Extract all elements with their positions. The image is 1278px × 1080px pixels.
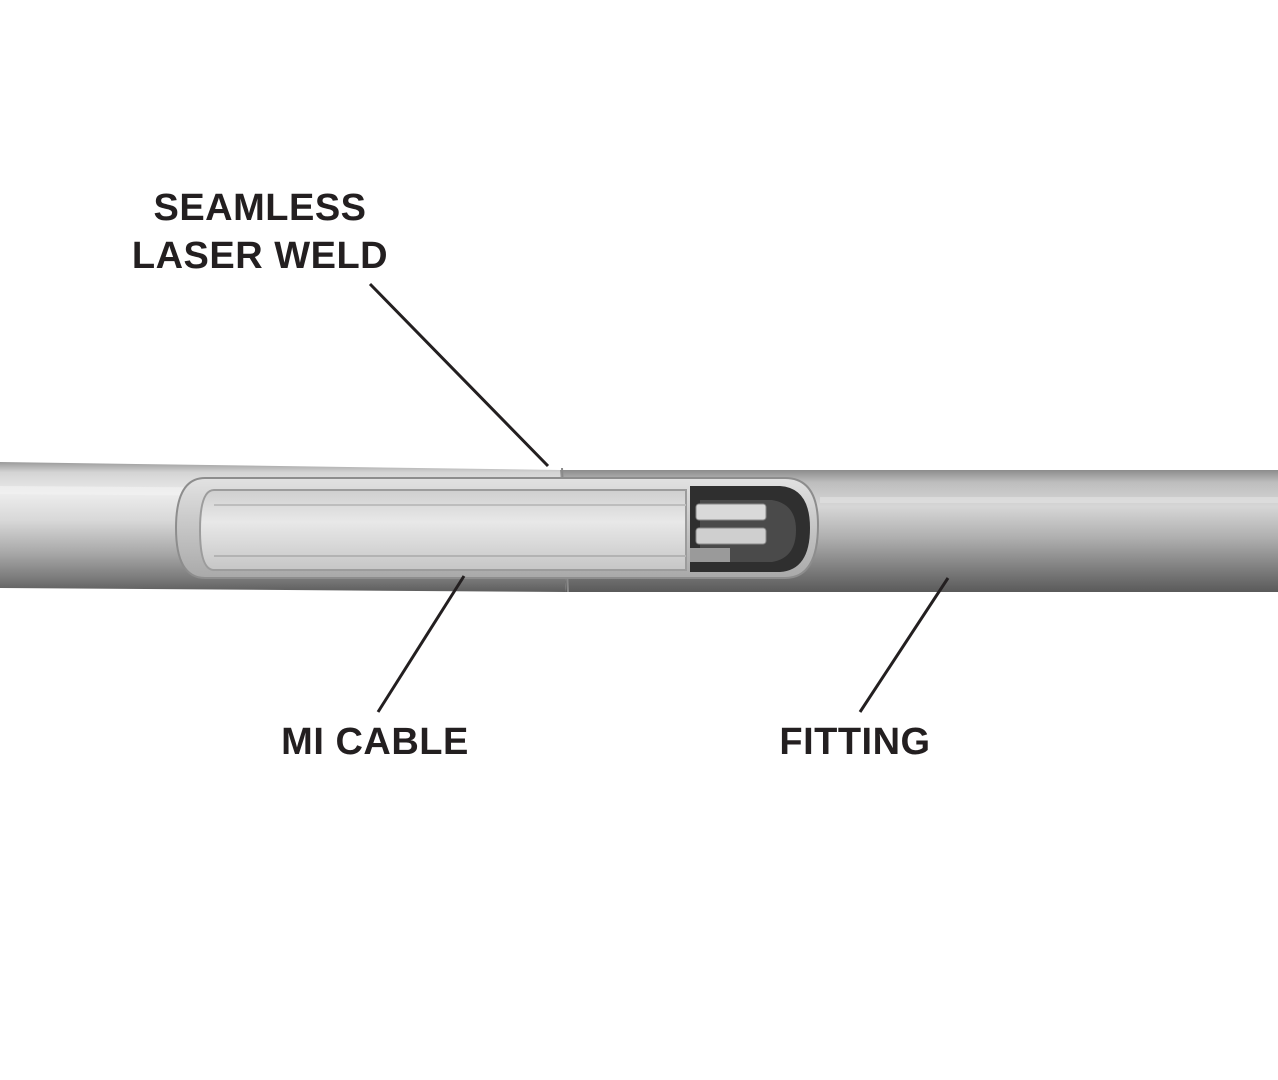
weld-leader-line	[368, 282, 550, 468]
conductor-wire	[695, 527, 767, 545]
fitting-label: FITTING	[779, 721, 931, 763]
weld-label-line2: LASER WELD	[131, 235, 389, 277]
conductor-insulation	[690, 548, 730, 562]
mi-cable-label: MI CABLE	[281, 721, 469, 763]
cable-leader-line	[376, 575, 466, 713]
conductor-wire	[695, 503, 767, 521]
fitting-leader-line	[858, 577, 950, 713]
seamless-laser-weld-label: SEAMLESS LASER WELD	[110, 184, 410, 280]
mi-cable-body	[198, 489, 687, 571]
weld-label-line1: SEAMLESS	[153, 187, 367, 229]
